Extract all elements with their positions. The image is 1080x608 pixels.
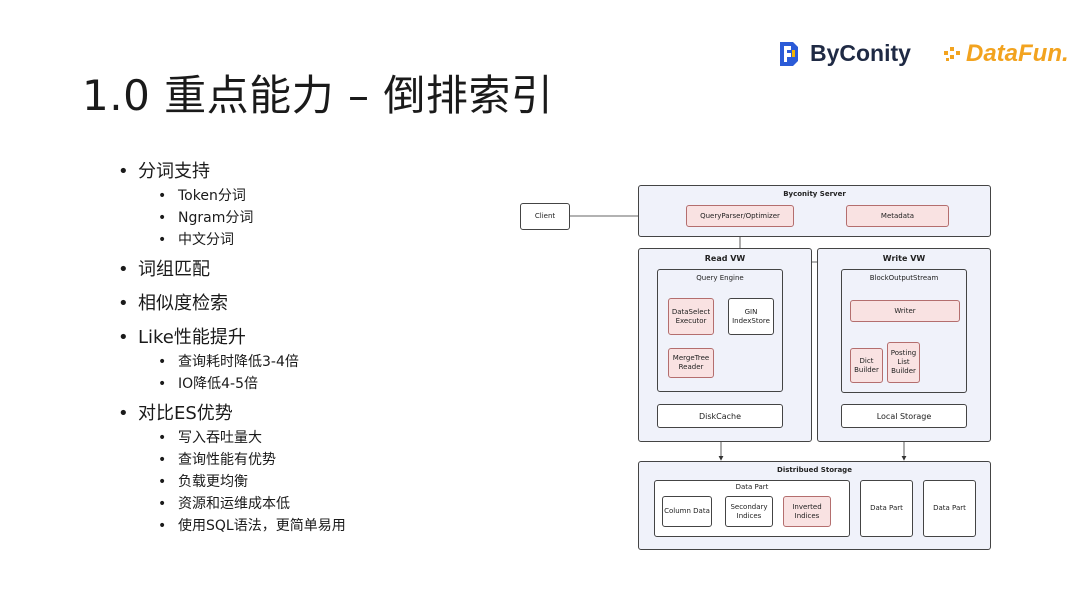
bullet-text: 对比ES优势 [138, 403, 233, 424]
bullet-list: • 分词支持 • Token分词 • Ngram分词 • 中文分词 • 词组匹配 • 相似度检索 • Li… [118, 160, 346, 544]
sub-bullet-text: 资源和运维成本低 [178, 496, 290, 512]
sub-bullet-item: • 查询性能有优势 [118, 450, 346, 472]
sub-bullet-item: • 资源和运维成本低 [118, 494, 346, 516]
bullet-item: • 对比ES优势 [118, 402, 346, 428]
sub-bullet-text: Token分词 [178, 188, 246, 204]
datafun-logo: DataFun. [942, 40, 1069, 68]
writer-box: Writer [850, 300, 960, 322]
sub-bullet-item: • Ngram分词 [118, 208, 346, 230]
sub-bullet-dot-icon: • [158, 452, 167, 468]
bullet-item: • 相似度检索 [118, 292, 346, 326]
sub-bullet-text: 写入吞吐量大 [178, 430, 262, 446]
query-parser-box: QueryParser/Optimizer [686, 205, 794, 227]
sub-bullet-dot-icon: • [158, 474, 167, 490]
bullet-dot-icon: • [118, 259, 129, 280]
sub-bullet-item: • IO降低4-5倍 [118, 374, 346, 396]
sub-bullet-text: IO降低4-5倍 [178, 376, 259, 392]
inverted-indices-box: Inverted Indices [783, 496, 831, 527]
dict-builder-box: Dict Builder [850, 348, 883, 383]
data-part-title: Data Part [735, 483, 769, 491]
page-title: 1.0 重点能力 – 倒排索引 [82, 71, 554, 120]
secondary-indices-box: Secondary Indices [725, 496, 773, 527]
sub-bullet-text: Ngram分词 [178, 210, 254, 226]
datafun-logo-icon [944, 47, 960, 61]
sub-bullet-dot-icon: • [158, 188, 167, 204]
diskcache-box: DiskCache [657, 404, 783, 428]
posting-list-builder-box: Posting List Builder [887, 342, 920, 383]
architecture-diagram: Client Byconity Server QueryParser/Optim… [516, 182, 996, 554]
data-part-box-2: Data Part [860, 480, 913, 537]
byconity-logo: ByConity [778, 40, 911, 67]
column-data-box: Column Data [662, 496, 712, 527]
sub-bullet-text: 查询性能有优势 [178, 452, 276, 468]
server-title: Byconity Server [783, 190, 846, 198]
mergetree-reader-box: MergeTree Reader [668, 348, 714, 378]
bullet-dot-icon: • [118, 327, 129, 348]
sub-bullet-text: 负载更均衡 [178, 474, 248, 490]
bullet-dot-icon: • [118, 403, 129, 424]
distributed-storage-title: Distribued Storage [777, 466, 852, 474]
bullet-text: Like性能提升 [138, 327, 246, 348]
datafun-logo-text: DataFun. [966, 40, 1069, 67]
dataselect-executor-box: DataSelect Executor [668, 298, 714, 335]
sub-bullet-dot-icon: • [158, 376, 167, 392]
bullet-text: 分词支持 [138, 161, 210, 182]
byconity-logo-text: ByConity [810, 40, 911, 66]
byconity-logo-icon [780, 41, 798, 66]
blockoutputstream-title: BlockOutputStream [869, 274, 939, 282]
sub-bullet-item: • Token分词 [118, 186, 346, 208]
sub-bullet-dot-icon: • [158, 430, 167, 446]
bullet-text: 词组匹配 [138, 259, 210, 280]
sub-bullet-item: • 中文分词 [118, 230, 346, 252]
bullet-item: • 词组匹配 [118, 258, 346, 292]
read-vw-title: Read VW [704, 254, 746, 263]
bullet-item: • Like性能提升 [118, 326, 346, 352]
sub-bullet-item: • 负载更均衡 [118, 472, 346, 494]
sub-bullet-item: • 查询耗时降低3-4倍 [118, 352, 346, 374]
bullet-text: 相似度检索 [138, 293, 228, 314]
sub-bullet-item: • 使用SQL语法，更简单易用 [118, 516, 346, 538]
query-engine-title: Query Engine [696, 274, 744, 282]
write-vw-title: Write VW [882, 254, 926, 263]
sub-bullet-dot-icon: • [158, 518, 167, 534]
data-part-box-3: Data Part [923, 480, 976, 537]
bullet-dot-icon: • [118, 293, 129, 314]
sub-bullet-text: 使用SQL语法，更简单易用 [178, 518, 346, 534]
sub-bullet-dot-icon: • [158, 354, 167, 370]
sub-bullet-text: 中文分词 [178, 232, 234, 248]
client-box: Client [520, 203, 570, 230]
metadata-box: Metadata [846, 205, 949, 227]
sub-bullet-text: 查询耗时降低3-4倍 [178, 354, 299, 370]
bullet-item: • 分词支持 [118, 160, 346, 186]
sub-bullet-item: • 写入吞吐量大 [118, 428, 346, 450]
local-storage-box: Local Storage [841, 404, 967, 428]
sub-bullet-dot-icon: • [158, 496, 167, 512]
sub-bullet-dot-icon: • [158, 210, 167, 226]
sub-bullet-dot-icon: • [158, 232, 167, 248]
bullet-dot-icon: • [118, 161, 129, 182]
gin-indexstore-box: GIN IndexStore [728, 298, 774, 335]
